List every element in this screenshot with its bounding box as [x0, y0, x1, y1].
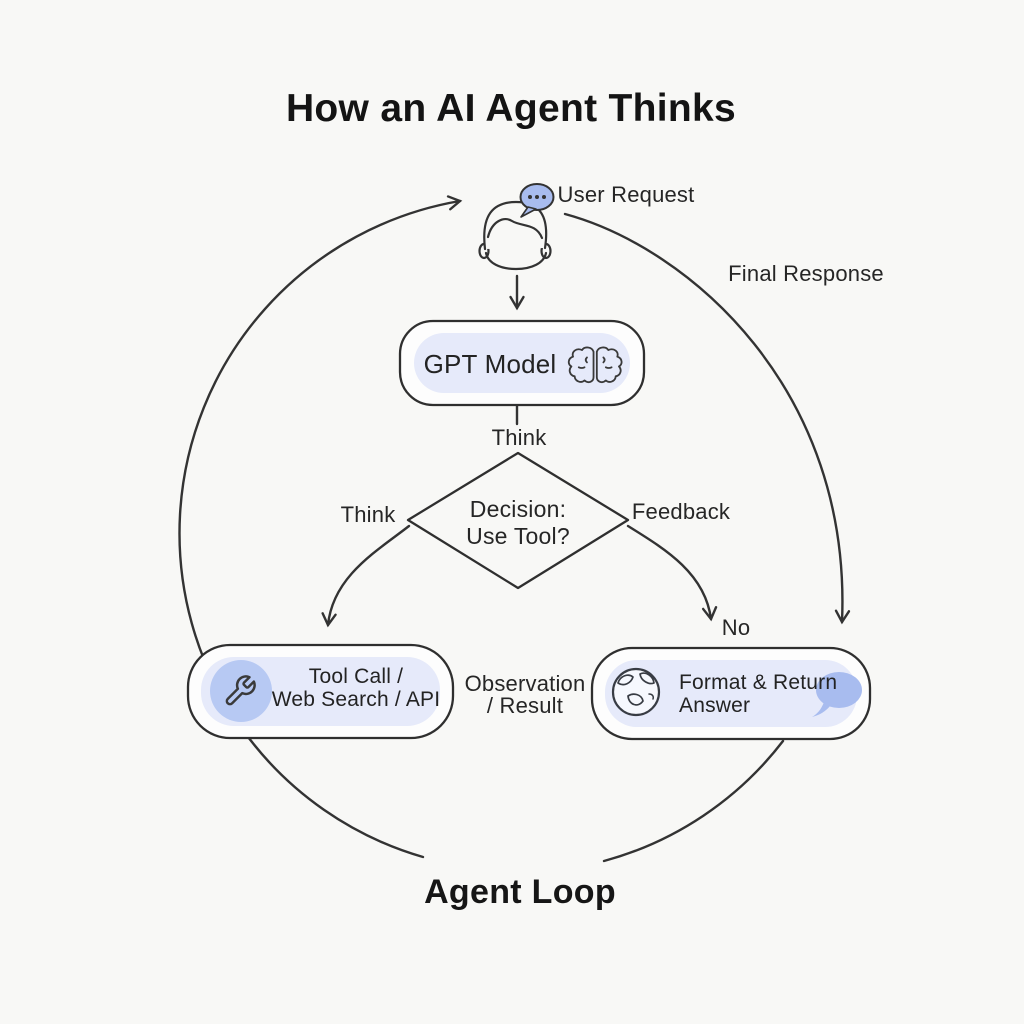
tool-call-line-1: Tool Call /: [308, 665, 404, 688]
decision-line-2: Use Tool?: [466, 523, 570, 549]
wrench-icon-circle: [210, 660, 272, 722]
edge-label-think-top: Think: [491, 425, 547, 450]
chat-bubble-icon: [812, 672, 862, 717]
wrench-icon: [225, 675, 256, 706]
loop-arc-bottom-right: [602, 739, 785, 863]
observation-line-2: / Result: [486, 693, 564, 718]
tool-call-line-2: Web Search / API: [271, 688, 441, 711]
person-head-icon: [478, 200, 552, 271]
speech-bubble-dots-icon: [519, 183, 555, 218]
answer-label: Format & Return Answer: [679, 671, 837, 717]
decision-diamond: [406, 451, 630, 590]
answer-line-1: Format & Return: [679, 671, 838, 694]
gpt-model-label: GPT Model: [423, 349, 557, 379]
agent-loop-caption: Agent Loop: [424, 873, 616, 911]
gpt-model-pill: [414, 333, 630, 393]
tool-call-label: Tool Call / Web Search / API: [272, 665, 441, 711]
arrow-decision-to-tool: [321, 524, 411, 628]
answer-pill: [605, 660, 857, 727]
tool-call-box: [186, 643, 455, 740]
loop-arc-left: [178, 195, 463, 859]
answer-line-2: Answer: [679, 694, 751, 717]
edge-label-no: No: [721, 615, 751, 640]
edge-label-observation: Observation / Result: [465, 673, 586, 717]
edge-label-think-left: Think: [340, 502, 396, 527]
edge-label-feedback: Feedback: [631, 499, 731, 524]
page-title: How an AI Agent Thinks: [285, 87, 737, 130]
edge-label-user-request: User Request: [557, 182, 695, 207]
brain-icon: [567, 346, 623, 383]
edge-label-final-response: Final Response: [728, 261, 884, 286]
loop-arc-final-response: [563, 212, 851, 625]
globe-icon: [611, 667, 661, 717]
decision-line-1: Decision:: [469, 496, 567, 522]
observation-line-1: Observation: [464, 671, 586, 696]
answer-box: [590, 646, 872, 741]
gpt-model-box: [398, 319, 646, 407]
decision-label: Decision: Use Tool?: [466, 496, 570, 550]
arrow-decision-to-answer: [626, 524, 718, 622]
